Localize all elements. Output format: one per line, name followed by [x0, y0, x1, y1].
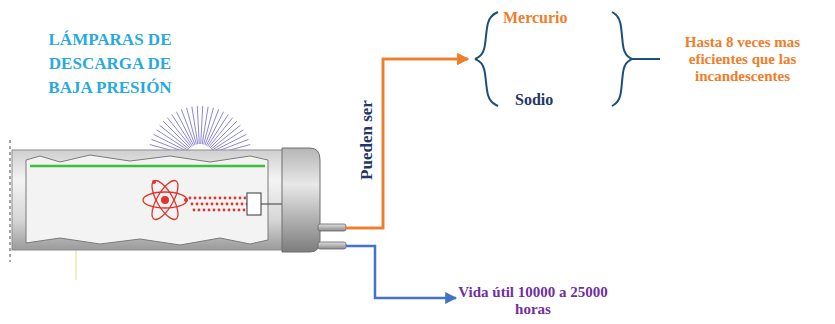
connector-arrow	[612, 12, 660, 59]
node-text: Sodio	[515, 90, 553, 110]
electron-dot	[243, 209, 246, 212]
electron-dot	[218, 209, 221, 212]
electron-dot	[193, 209, 196, 212]
connector-line	[346, 246, 456, 298]
electron-dot	[234, 197, 237, 200]
radiation-ray	[192, 107, 198, 145]
electron-dot	[196, 203, 199, 206]
radiation-ray	[163, 121, 190, 148]
radiation-ray	[211, 125, 241, 149]
efficiency-note: Hasta 8 veces mas eficientes que las inc…	[660, 34, 825, 85]
electron-dot	[211, 203, 214, 206]
electron-dot	[231, 203, 234, 206]
connector-arrow	[346, 246, 456, 298]
electron-dot	[238, 209, 241, 212]
radiation-fan	[150, 106, 250, 154]
electron-dot	[228, 209, 231, 212]
mercury-atom	[143, 177, 188, 223]
light-line	[75, 250, 77, 280]
electron-dot	[229, 197, 232, 200]
electron-dot	[223, 209, 226, 212]
electrode	[247, 193, 261, 215]
connector-arrow	[612, 59, 660, 106]
option-label: Mercurio	[503, 8, 568, 28]
electron-dot	[219, 197, 222, 200]
pin	[318, 224, 346, 231]
node-text: LÁMPARAS DE DESCARGA DE BAJA PRESIÓN	[30, 28, 190, 100]
electron-dot	[224, 197, 227, 200]
electron-dot	[191, 203, 194, 206]
node-text: Mercurio	[503, 8, 568, 28]
phosphor-coating	[30, 165, 265, 168]
radiation-ray	[176, 112, 193, 146]
electron-dot	[209, 197, 212, 200]
cut-line	[9, 140, 11, 262]
node-text: Hasta 8 veces mas eficientes que las inc…	[660, 34, 825, 85]
connector-line	[475, 59, 498, 106]
electrode-wire	[261, 203, 282, 204]
lamp-node: LÁMPARAS DE DESCARGA DE BAJA PRESIÓN	[0, 28, 346, 260]
electron-dot	[203, 209, 206, 212]
connector-line	[346, 59, 468, 228]
electron-dot	[241, 203, 244, 206]
radiation-ray	[201, 106, 203, 144]
radiation-ray	[210, 121, 237, 148]
connector-line	[631, 58, 660, 60]
electron-dot	[239, 197, 242, 200]
electron-dot	[244, 197, 247, 200]
connector-line	[475, 12, 498, 59]
edge-label: Pueden ser	[357, 100, 377, 180]
electron-dot	[233, 209, 236, 212]
option-label: Sodio	[515, 90, 553, 110]
electron-dot	[199, 197, 202, 200]
radiation-ray	[167, 118, 191, 148]
radiation-ray	[212, 134, 246, 151]
electron-dot	[226, 203, 229, 206]
electron-dot	[236, 203, 239, 206]
electron-dot	[208, 209, 211, 212]
electron-dot	[216, 203, 219, 206]
connector-arrow	[346, 59, 498, 228]
radiation-ray	[197, 106, 199, 144]
connector-line	[612, 12, 632, 59]
electron-dot	[201, 203, 204, 206]
connector-arrow	[346, 12, 498, 228]
electron-dot	[189, 197, 192, 200]
lifetime-note: Vida útil 10000 a 25000 horas	[458, 284, 608, 318]
electron-dot	[213, 209, 216, 212]
tube-body	[12, 150, 286, 250]
pin	[318, 242, 346, 249]
electron-beam	[189, 197, 251, 212]
connector-line	[631, 58, 660, 60]
electron-dot	[221, 203, 224, 206]
end-cap	[282, 148, 320, 252]
connector-line	[346, 59, 468, 228]
electron-dot	[204, 197, 207, 200]
connector-line	[612, 59, 632, 106]
electron-dot	[198, 209, 201, 212]
electron-dot	[206, 203, 209, 206]
electron-dot	[194, 197, 197, 200]
node-text: Vida útil 10000 a 25000 horas	[458, 284, 608, 318]
tube-cutaway	[26, 155, 268, 245]
electron-dot	[214, 197, 217, 200]
